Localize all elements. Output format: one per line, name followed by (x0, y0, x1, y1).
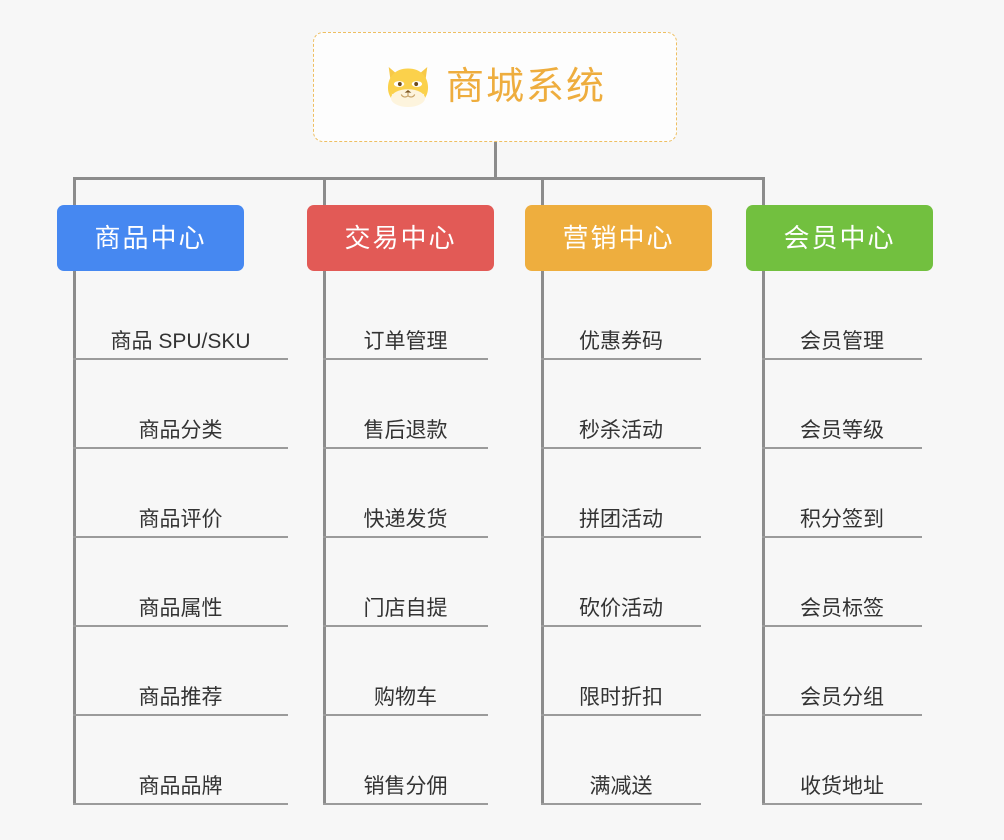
shiba-inu-icon (384, 64, 432, 110)
leaf-item-label: 商品评价 (138, 507, 223, 531)
leaf-item-label: 限时折扣 (579, 685, 663, 709)
leaf-spine (541, 271, 544, 805)
leaf-item-label: 会员标签 (800, 596, 884, 620)
leaf-item[interactable]: 快递发货 (323, 449, 488, 538)
leaf-item-label: 商品 SPU/SKU (110, 329, 251, 353)
leaf-item-label: 收货地址 (800, 774, 884, 798)
page-title: 商城系统 (445, 66, 606, 108)
leaf-item-label: 满减送 (589, 774, 653, 798)
connector-drop-2 (323, 177, 326, 205)
leaf-item[interactable]: 积分签到 (762, 449, 922, 538)
leaf-item[interactable]: 商品推荐 (73, 627, 288, 716)
leaf-spine (323, 271, 326, 805)
leaf-item[interactable]: 商品 SPU/SKU (73, 271, 288, 360)
leaf-spine (73, 271, 76, 805)
leaf-item-label: 商品属性 (138, 596, 223, 620)
connector-drop-4 (762, 177, 765, 205)
branch-label: 营销中心 (562, 223, 675, 253)
leaf-item-label: 会员等级 (800, 418, 884, 442)
connector-drop-3 (541, 177, 544, 205)
leaf-item-label: 购物车 (374, 685, 437, 709)
branch-box-3[interactable]: 营销中心 (525, 205, 712, 271)
leaf-item[interactable]: 限时折扣 (541, 627, 701, 716)
leaf-item[interactable]: 砍价活动 (541, 538, 701, 627)
connector-bus (73, 177, 765, 180)
branch-box-4[interactable]: 会员中心 (746, 205, 933, 271)
leaf-item-label: 商品推荐 (138, 685, 223, 709)
leaf-item[interactable]: 商品分类 (73, 360, 288, 449)
leaf-item[interactable]: 门店自提 (323, 538, 488, 627)
leaf-item-label: 砍价活动 (579, 596, 663, 620)
leaf-item-label: 秒杀活动 (579, 418, 663, 442)
leaf-item[interactable]: 商品品牌 (73, 716, 288, 805)
connector-drop-1 (73, 177, 76, 205)
leaf-item[interactable]: 会员管理 (762, 271, 922, 360)
leaf-item-label: 拼团活动 (579, 507, 663, 531)
leaf-column-2: 订单管理售后退款快递发货门店自提购物车销售分佣 (323, 271, 488, 805)
leaf-item-label: 销售分佣 (363, 774, 448, 798)
leaf-item[interactable]: 购物车 (323, 627, 488, 716)
leaf-item[interactable]: 销售分佣 (323, 716, 488, 805)
leaf-item[interactable]: 商品属性 (73, 538, 288, 627)
leaf-item[interactable]: 优惠券码 (541, 271, 701, 360)
branch-box-2[interactable]: 交易中心 (307, 205, 494, 271)
leaf-item[interactable]: 会员等级 (762, 360, 922, 449)
branch-box-1[interactable]: 商品中心 (57, 205, 244, 271)
leaf-item[interactable]: 商品评价 (73, 449, 288, 538)
leaf-item-label: 门店自提 (363, 596, 448, 620)
leaf-item[interactable]: 订单管理 (323, 271, 488, 360)
leaf-item[interactable]: 会员标签 (762, 538, 922, 627)
leaf-item-label: 会员管理 (800, 329, 884, 353)
root-node[interactable]: 商城系统 (313, 32, 677, 142)
leaf-column-4: 会员管理会员等级积分签到会员标签会员分组收货地址 (762, 271, 922, 805)
connector-root-stem (494, 142, 497, 180)
branch-label: 会员中心 (783, 223, 896, 253)
leaf-item[interactable]: 秒杀活动 (541, 360, 701, 449)
leaf-item-label: 订单管理 (363, 329, 448, 353)
leaf-item[interactable]: 售后退款 (323, 360, 488, 449)
leaf-item-label: 售后退款 (363, 418, 448, 442)
leaf-item[interactable]: 收货地址 (762, 716, 922, 805)
leaf-item[interactable]: 拼团活动 (541, 449, 701, 538)
leaf-item-label: 商品品牌 (138, 774, 223, 798)
leaf-item-label: 积分签到 (800, 507, 884, 531)
leaf-item[interactable]: 满减送 (541, 716, 701, 805)
leaf-item-label: 商品分类 (138, 418, 223, 442)
leaf-item-label: 会员分组 (800, 685, 884, 709)
leaf-item-label: 快递发货 (363, 507, 448, 531)
leaf-item[interactable]: 会员分组 (762, 627, 922, 716)
leaf-column-1: 商品 SPU/SKU 商品分类商品评价商品属性商品推荐商品品牌 (73, 271, 288, 805)
branch-label: 交易中心 (344, 223, 457, 253)
leaf-column-3: 优惠券码秒杀活动拼团活动砍价活动限时折扣满减送 (541, 271, 701, 805)
leaf-item-label: 优惠券码 (579, 329, 663, 353)
branch-label: 商品中心 (94, 223, 207, 253)
leaf-spine (762, 271, 765, 805)
